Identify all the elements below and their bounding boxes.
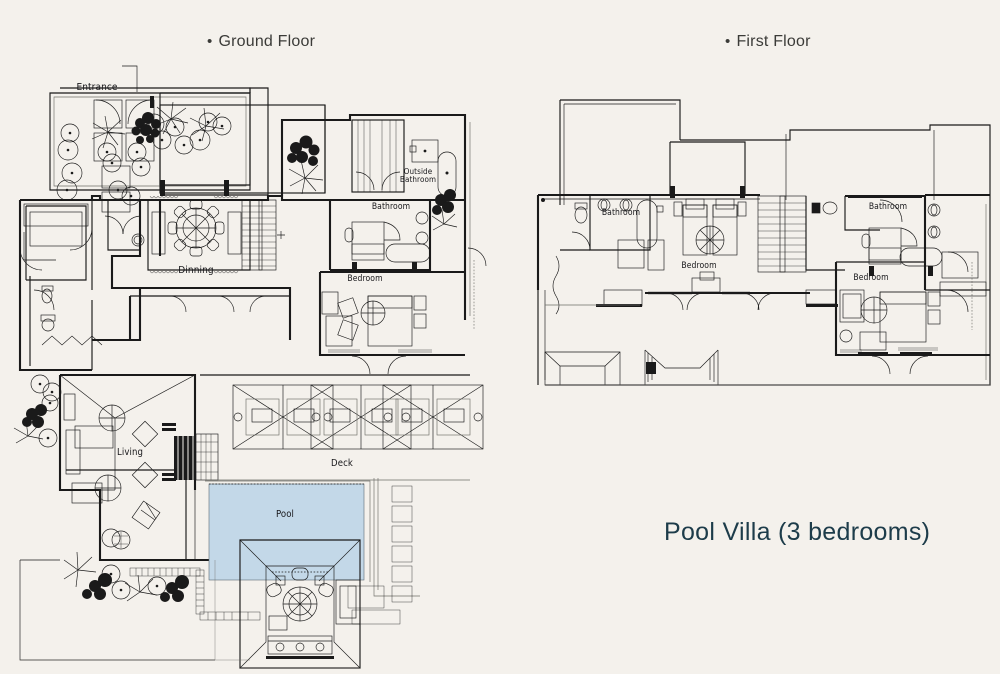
label-first-bedroom-left: Bedroom: [681, 261, 717, 271]
first-bedroom-right: [834, 261, 990, 375]
sun-lounger-pair: [232, 384, 484, 450]
outside-bathroom-zone: [351, 119, 457, 197]
plant-cluster: [56, 112, 232, 206]
first-bedroom-left: [645, 141, 838, 311]
label-first-bedroom-right: Bedroom: [853, 273, 889, 283]
corridor-doors: [169, 295, 267, 313]
ground-floor-caption-label: Ground Floor: [218, 33, 316, 50]
first-wc-right: [805, 196, 903, 271]
dining-chairs: [167, 199, 225, 257]
pool-coping: [129, 567, 261, 621]
plant-cluster-southwest: [13, 374, 189, 602]
sink-fixture: [40, 314, 56, 332]
bullet-icon: •: [725, 33, 731, 50]
first-floor-caption: • First Floor: [725, 33, 811, 51]
label-first-bathroom-left: Bathroom: [601, 208, 641, 218]
label-entrance: Entrance: [76, 82, 118, 93]
first-bathroom-right: [845, 193, 990, 330]
living-furniture: [63, 393, 176, 550]
ground-garden-north: [56, 87, 326, 206]
label-ground-bedroom: Bedroom: [347, 274, 383, 284]
toilet-fixture: [41, 285, 54, 304]
label-ground-bathroom: Bathroom: [371, 202, 411, 212]
ground-bathroom: [328, 198, 465, 272]
floor-hatch: [328, 349, 432, 353]
first-bathroom-left: [536, 193, 760, 385]
label-living: Living: [116, 447, 144, 458]
ground-east-wing: [280, 113, 487, 375]
label-outside-bathroom: Outside Bathroom: [399, 167, 437, 185]
first-stair-run: [757, 195, 807, 273]
ground-floor-caption: • Ground Floor: [207, 33, 315, 51]
floor-hatch-right: [840, 347, 938, 353]
page-title: Pool Villa (3 bedrooms): [664, 518, 931, 546]
ground-west-wing: [18, 194, 160, 372]
stair-run: [241, 199, 285, 271]
label-dinning: Dinning: [178, 265, 214, 276]
first-lower-roof: [544, 304, 990, 386]
ground-deck: [200, 374, 484, 481]
entrance-leader: [122, 65, 138, 92]
ground-pool: [205, 478, 420, 625]
palm-tree: [91, 101, 225, 149]
label-pool: Pool: [275, 509, 295, 520]
ground-core: [92, 180, 350, 342]
ground-living-pavilion: [13, 373, 261, 661]
twin-beds: [673, 198, 747, 256]
first-floor-caption-label: First Floor: [736, 33, 811, 50]
ground-bedroom: [318, 247, 487, 375]
plant-cluster-east: [287, 135, 324, 195]
label-first-bathroom-right: Bathroom: [868, 202, 908, 212]
pool-deck-tiles: [347, 485, 413, 625]
dining-room: [147, 180, 251, 274]
toilet-fixture-left: [574, 202, 588, 224]
ground-site-boundary: [20, 560, 360, 669]
label-deck: Deck: [331, 458, 353, 469]
dense-shrub: [131, 112, 161, 144]
bullet-icon: •: [207, 33, 213, 50]
